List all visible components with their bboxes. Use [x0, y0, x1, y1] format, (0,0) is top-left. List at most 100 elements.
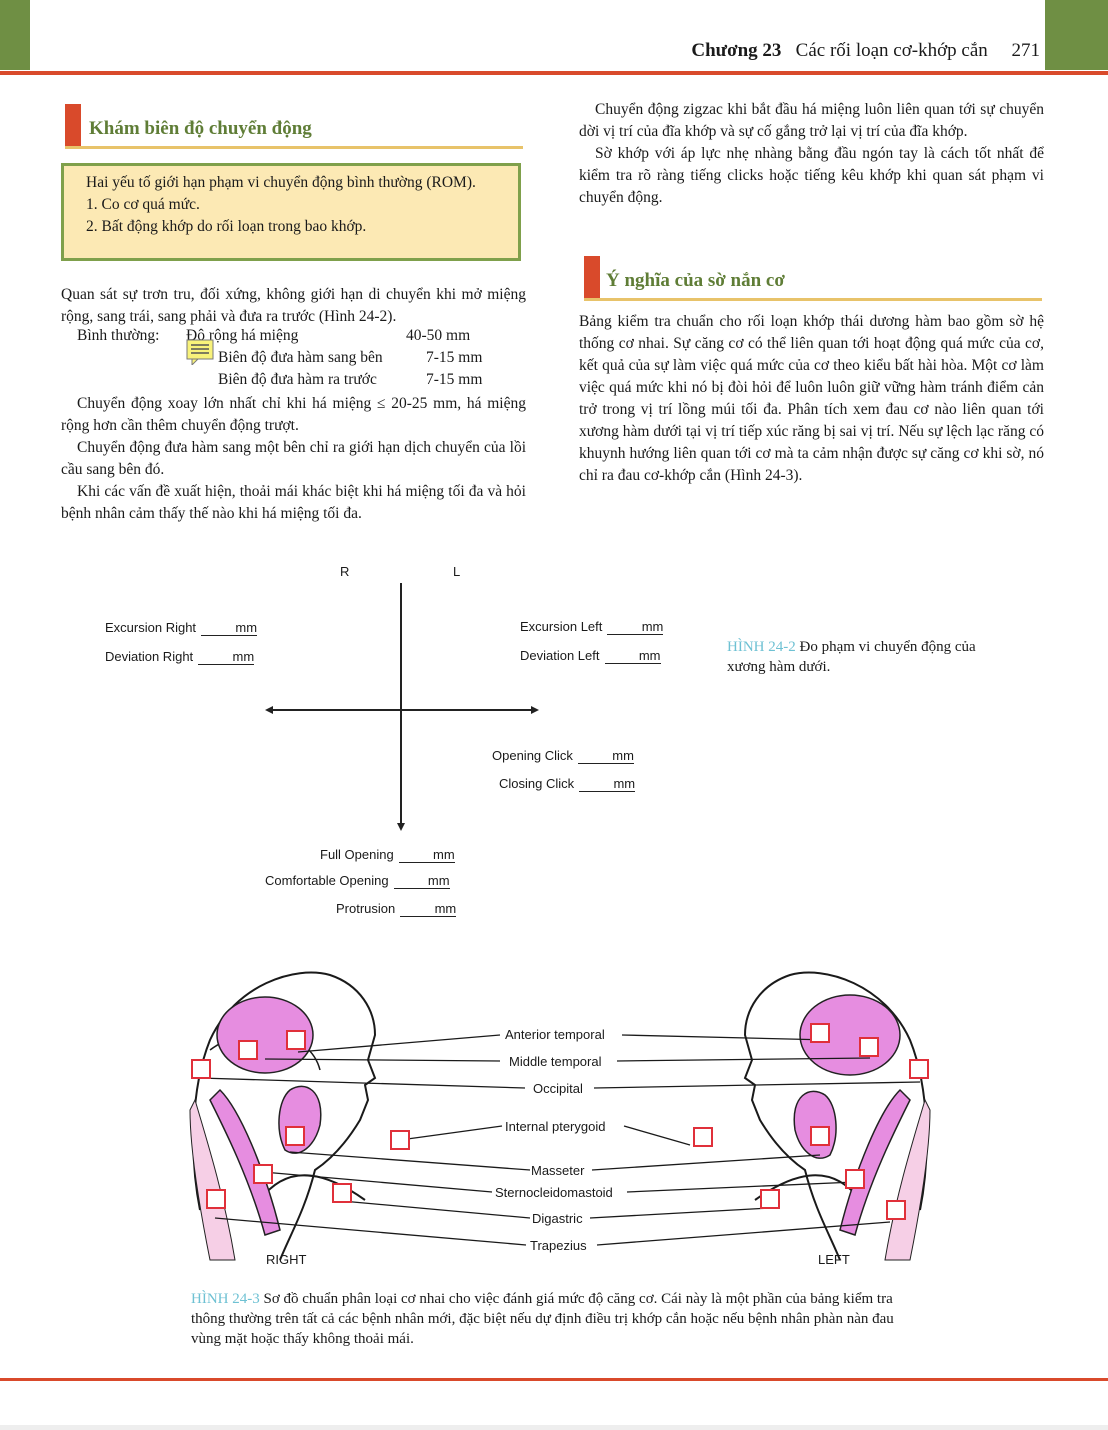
chapter-title: Các rối loạn cơ-khớp cắn [795, 40, 988, 61]
field-label: Deviation Left [520, 648, 600, 663]
section-heading-rom: Khám biên độ chuyển động [65, 104, 523, 149]
checkbox [693, 1127, 713, 1147]
header-rule [0, 71, 1108, 75]
closing-click-field: Closing Click mm [499, 776, 636, 792]
label-r: R [340, 564, 350, 579]
normal-label: Bình thường: [77, 327, 160, 344]
section-heading-palpation: Ý nghĩa của sờ nắn cơ [584, 256, 1042, 301]
opening-click-field: Opening Click mm [492, 748, 634, 764]
checkbox [332, 1183, 352, 1203]
field-label: Excursion Right [105, 620, 197, 635]
norm-row-value: 40-50 mm [406, 327, 471, 344]
running-header: Chương 23 Các rối loạn cơ-khớp cắn 271 [560, 40, 1040, 62]
muscle-label: Internal pterygoid [505, 1119, 606, 1134]
caption-label: HÌNH 24-3 [191, 1291, 260, 1307]
palpation-paragraph: Bảng kiểm tra chuẩn cho rối loạn khớp th… [579, 311, 1044, 487]
checkbox [238, 1040, 258, 1060]
checkbox [810, 1023, 830, 1043]
corner-decoration-left [0, 0, 30, 70]
right-arrowhead [531, 706, 539, 714]
paragraph: Chuyển động xoay lớn nhất chỉ khi há miệ… [61, 395, 526, 434]
field-unit: mm [607, 619, 664, 635]
norm-row-label: Biên độ đưa hàm ra trước [218, 371, 377, 388]
paragraph: Chuyển động đưa hàm sang một bên chỉ ra … [61, 439, 526, 478]
paragraph: Sờ khớp với áp lực nhẹ nhàng bằng đầu ng… [579, 145, 1044, 206]
field-unit: mm [398, 847, 455, 863]
masseter-muscle-left [793, 1090, 837, 1159]
footer-rule [0, 1378, 1108, 1381]
footer-band [0, 1425, 1108, 1430]
field-unit: mm [579, 776, 636, 792]
muscle-label: Trapezius [530, 1238, 587, 1253]
box-line: 1. Co cơ quá mức. [86, 196, 200, 213]
muscle-label: Anterior temporal [505, 1027, 605, 1042]
checkbox [253, 1164, 273, 1184]
norm-row-label: Biên độ đưa hàm sang bên [218, 349, 383, 366]
checkbox [206, 1189, 226, 1209]
figure-24-3-caption: HÌNH 24-3 Sơ đồ chuẩn phân loại cơ nhai … [191, 1289, 916, 1349]
left-side-label: LEFT [818, 1252, 850, 1267]
protrusion-field: Protrusion mm [336, 901, 457, 917]
field-unit: mm [577, 748, 634, 764]
field-label: Comfortable Opening [265, 873, 389, 888]
checkbox [810, 1126, 830, 1146]
muscle-label: Digastric [532, 1211, 583, 1226]
label-l: L [453, 564, 461, 579]
down-arrowhead [397, 823, 405, 831]
right-side-label: RIGHT [266, 1252, 307, 1267]
muscle-label: Middle temporal [509, 1054, 602, 1069]
field-label: Excursion Left [520, 619, 603, 634]
paragraph: Bảng kiểm tra chuẩn cho rối loạn khớp th… [579, 313, 1044, 484]
rom-cross-diagram [265, 583, 539, 831]
left-arrowhead [265, 706, 273, 714]
field-label: Full Opening [320, 847, 394, 862]
field-unit: mm [198, 649, 255, 665]
heading-bar [584, 256, 600, 298]
field-unit: mm [201, 620, 258, 636]
scm-muscle-right [209, 1088, 281, 1236]
checkbox [845, 1169, 865, 1189]
page-number: 271 [1011, 40, 1041, 61]
leader-lines [199, 1034, 921, 1246]
excursion-right-field: Excursion Right mm [105, 620, 258, 636]
checkbox [859, 1037, 879, 1057]
field-label: Deviation Right [105, 649, 194, 664]
body-paragraphs-left: Chuyển động xoay lớn nhất chỉ khi há miệ… [61, 393, 526, 525]
caption-label: HÌNH 24-2 [727, 639, 796, 655]
paragraph: Chuyển động zigzac khi bắt đầu há miệng … [579, 101, 1044, 140]
field-label: Opening Click [492, 748, 573, 763]
box-line: 2. Bất động khớp do rối loạn trong bao k… [86, 218, 367, 235]
comment-note-icon[interactable] [186, 339, 214, 365]
box-line: Hai yếu tố giới hạn phạm vi chuyển động … [86, 174, 476, 191]
heading-bar [65, 104, 81, 146]
muscle-label: Sternocleidomastoid [495, 1185, 613, 1200]
norm-row-label: Độ rộng há miệng [186, 327, 299, 344]
field-label: Closing Click [499, 776, 575, 791]
muscle-palpation-diagram [189, 971, 931, 1261]
field-label: Protrusion [336, 901, 396, 916]
excursion-left-field: Excursion Left mm [520, 619, 664, 635]
chapter-number: 23 [762, 40, 782, 61]
field-unit: mm [400, 901, 457, 917]
caption-text: Sơ đồ chuẩn phân loại cơ nhai cho việc đ… [191, 1291, 894, 1347]
paragraph: Khi các vấn đề xuất hiện, thoải mái khác… [61, 483, 526, 522]
norm-row-value: 7-15 mm [426, 349, 483, 366]
deviation-right-field: Deviation Right mm [105, 649, 255, 665]
scm-muscle-left [839, 1088, 911, 1236]
checkbox [760, 1189, 780, 1209]
full-opening-field: Full Opening mm [320, 847, 455, 863]
trapezius-muscle-right [189, 1098, 236, 1261]
intro-text: Quan sát sự trơn tru, đối xứng, không gi… [61, 286, 526, 325]
figure-24-2-caption: HÌNH 24-2 Đo phạm vi chuyển động của xươ… [727, 637, 1017, 677]
muscle-label: Masseter [531, 1163, 585, 1178]
checkbox [285, 1126, 305, 1146]
corner-decoration-right [1045, 0, 1108, 70]
checkbox [390, 1130, 410, 1150]
caption-text: Đo phạm vi chuyển động của xương hàm dướ… [727, 639, 976, 675]
norm-row-value: 7-15 mm [426, 371, 483, 388]
checkbox [886, 1200, 906, 1220]
checkbox [191, 1059, 211, 1079]
checkbox [286, 1030, 306, 1050]
